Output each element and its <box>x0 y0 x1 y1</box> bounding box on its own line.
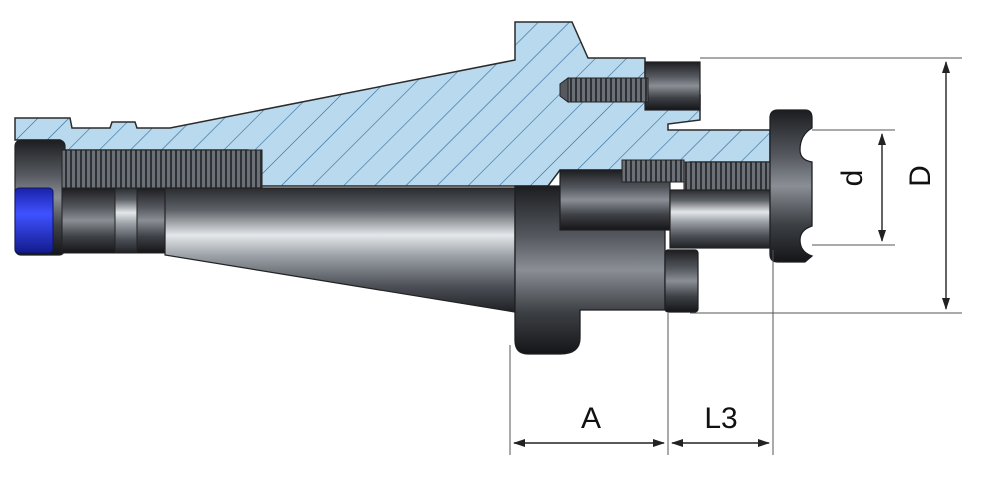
screw-shank <box>567 77 649 103</box>
dimension-label-A: A <box>581 402 601 435</box>
screw-head <box>644 61 701 111</box>
drive-key <box>664 249 699 313</box>
dimension-label-d: d <box>836 170 869 187</box>
taper-shank <box>164 187 516 313</box>
dimension-label-D: D <box>904 165 937 187</box>
lock-nut <box>769 109 814 263</box>
arbor-threads <box>683 161 771 193</box>
pull-stud-collar-1 <box>61 187 118 254</box>
extension-lines <box>509 57 962 455</box>
flange-threads <box>621 159 685 183</box>
pull-stud-threads <box>61 149 263 191</box>
pull-stud-collar-3 <box>136 187 166 254</box>
screw-tip <box>559 77 569 103</box>
dimension-label-L3: L3 <box>704 402 737 435</box>
arbor-spindle <box>669 189 773 249</box>
pull-stud-collar-2 <box>114 187 138 254</box>
blue-seal-ring <box>14 187 54 254</box>
